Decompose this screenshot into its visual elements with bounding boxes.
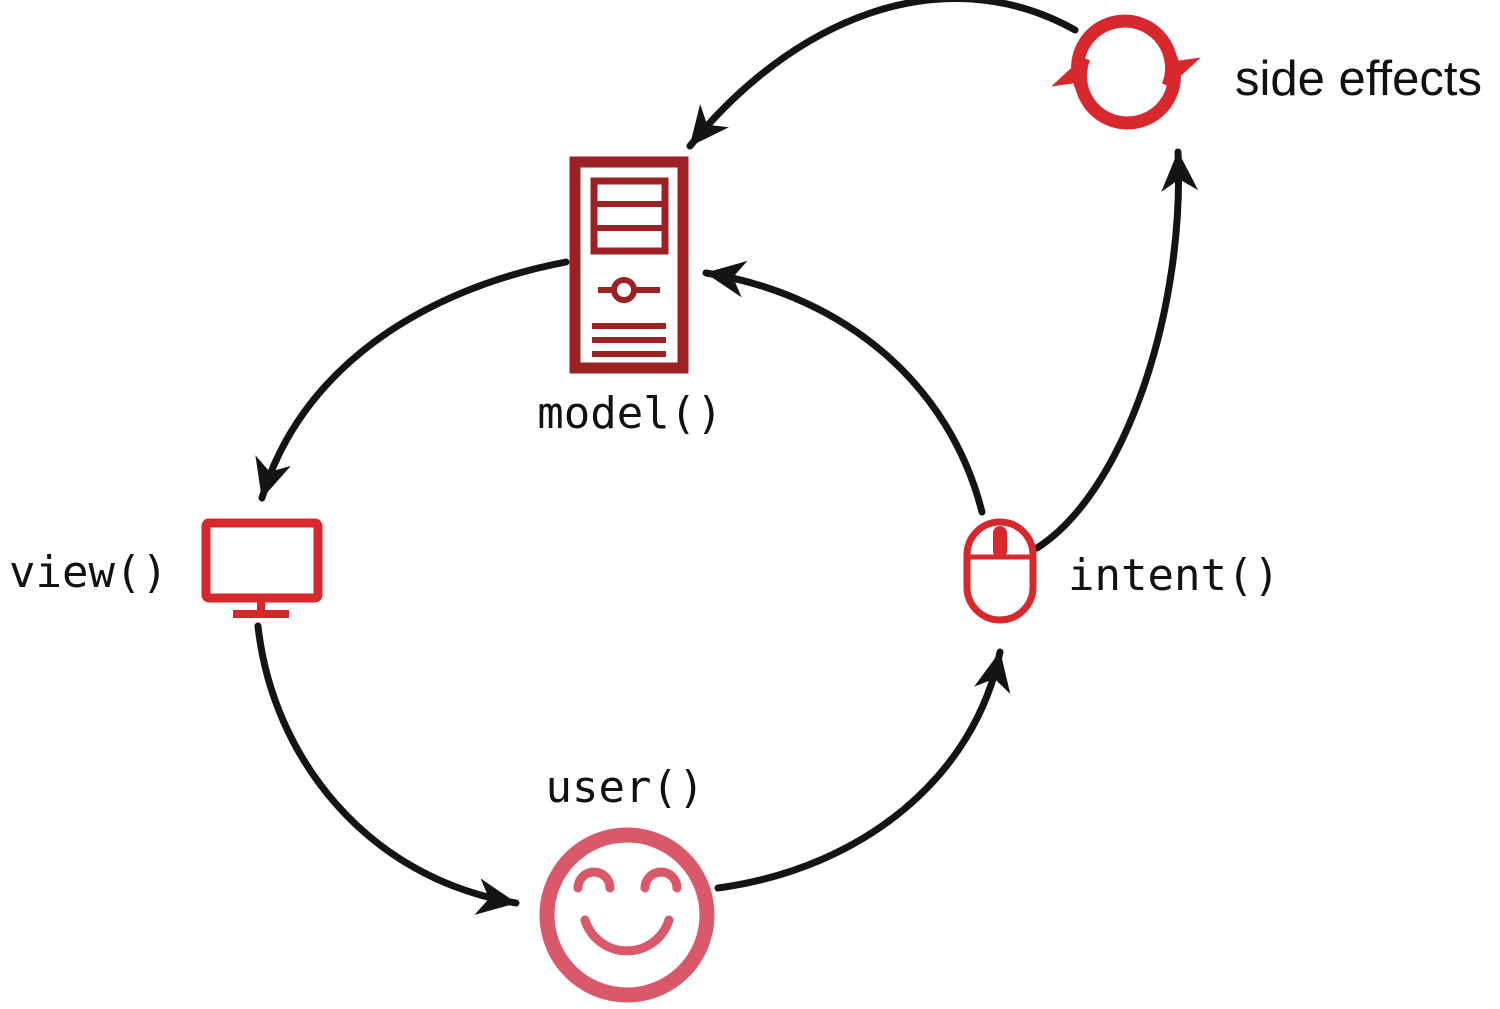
arrow-intent-to-model: [702, 260, 986, 516]
arrow-intent-to-side-effects: [1033, 148, 1199, 552]
model-node: model(): [537, 156, 723, 439]
sync-arrows-icon: [1051, 14, 1201, 130]
intent-node: intent(): [963, 518, 1280, 624]
smiley-face-icon: [539, 827, 715, 1003]
arrow-model-to-view: [255, 258, 570, 502]
intent-label: intent(): [1068, 550, 1280, 601]
arrow-view-to-user: [254, 622, 520, 915]
view-label: view(): [9, 547, 168, 598]
view-node: view(): [9, 518, 323, 618]
user-node: user(): [539, 762, 715, 1003]
side-effects-node: side effects: [1051, 14, 1482, 130]
arrow-side-effects-to-model: [686, 0, 1079, 150]
arrow-user-to-intent: [714, 648, 1011, 892]
server-icon: [569, 156, 689, 374]
model-label: model(): [537, 388, 722, 439]
flow-arrows: [254, 0, 1199, 915]
mouse-icon: [963, 518, 1037, 624]
side-effects-label: side effects: [1235, 52, 1482, 106]
monitor-icon: [201, 518, 323, 618]
user-label: user(): [546, 762, 705, 813]
